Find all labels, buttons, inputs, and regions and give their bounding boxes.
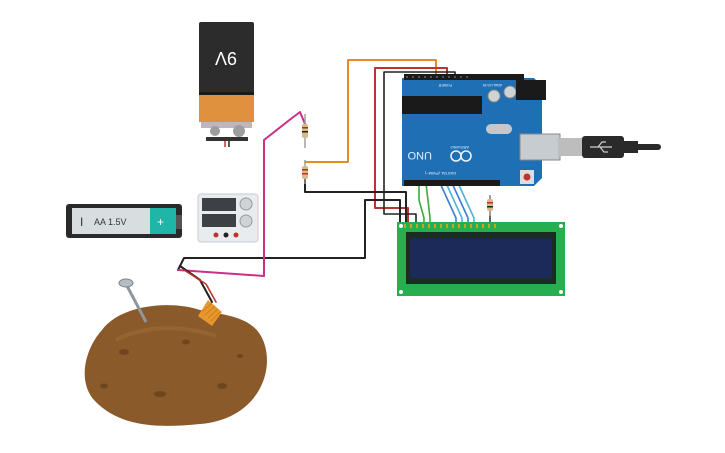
resistor-lcd[interactable]	[487, 196, 493, 216]
wire-black-potato[interactable]	[177, 199, 401, 271]
battery-9v[interactable]: 9V	[199, 22, 254, 147]
arduino-digital-label: DIGITAL (PWM~)	[424, 171, 456, 176]
usb-icon	[590, 141, 612, 153]
wire-black-ground[interactable]	[304, 177, 407, 225]
aa-label: AA 1.5V	[94, 217, 127, 227]
aa-battery[interactable]: I AA 1.5V +	[66, 204, 182, 238]
wire-red-power-2[interactable]	[383, 71, 456, 225]
arduino-model-label: UNO	[407, 149, 432, 161]
nail-electrode[interactable]	[118, 278, 148, 323]
resistor-lower[interactable]	[302, 160, 308, 184]
resistor-upper[interactable]	[302, 114, 308, 148]
wire-green-2[interactable]	[425, 182, 431, 225]
wire-red-probe[interactable]	[183, 269, 217, 303]
wire-blue-4[interactable]	[457, 182, 475, 225]
arduino-analog-label: ANALOG IN	[482, 83, 502, 87]
wire-red-power-1[interactable]	[374, 67, 448, 225]
arduino-power-label: POWER	[438, 83, 452, 87]
battery-9v-label: 9V	[215, 48, 237, 68]
wire-orange-5v[interactable]	[304, 59, 437, 163]
wire-magenta-sensor[interactable]	[177, 111, 306, 277]
usb-cable[interactable]	[558, 136, 661, 158]
arduino-brand-label: ARDUINO	[451, 145, 469, 150]
copper-electrode[interactable]	[198, 300, 222, 326]
arduino-uno[interactable]: UNO ARDUINO DIGITAL (PWM~) POWER ANALOG …	[402, 74, 561, 186]
wire-green-1[interactable]	[418, 182, 425, 225]
power-supply[interactable]	[197, 193, 259, 243]
aa-minus: I	[80, 215, 83, 229]
arduino-logo	[450, 150, 472, 162]
aa-plus: +	[157, 215, 164, 229]
potato[interactable]	[84, 305, 267, 426]
lcd-display[interactable]	[397, 222, 565, 296]
